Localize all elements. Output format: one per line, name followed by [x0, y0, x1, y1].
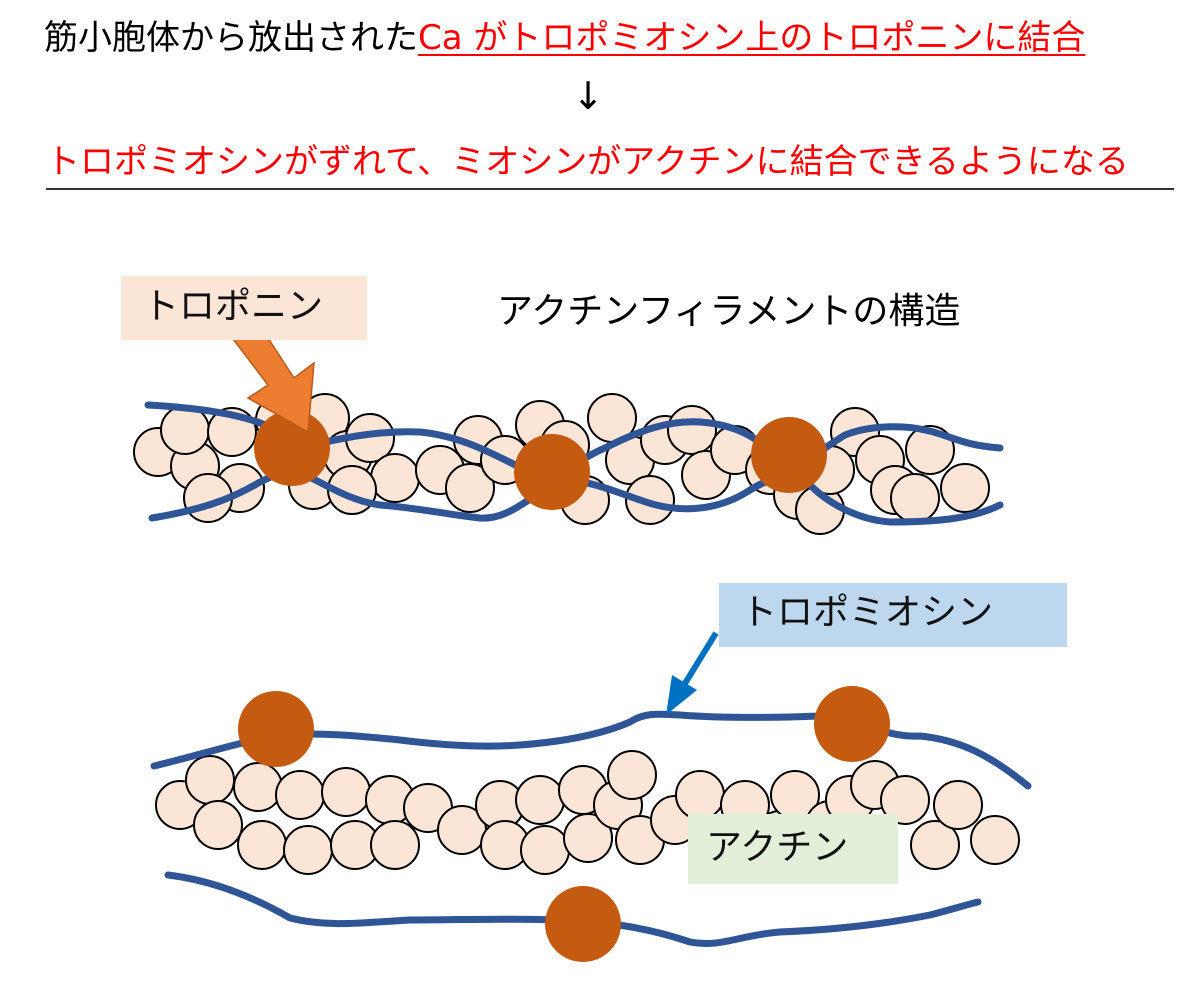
actin-bead: [237, 820, 287, 870]
actin-bead: [185, 755, 235, 805]
actin-bead: [563, 813, 613, 863]
down-arrow: ↓: [572, 74, 604, 118]
header-line-1-black: 筋小胞体から放出された: [44, 18, 418, 58]
tropomyosin-arrow-head: [666, 675, 697, 715]
actin-bead: [515, 775, 565, 825]
troponin-dot: [545, 886, 621, 962]
actin-bead: [370, 820, 420, 870]
diagram-title: アクチンフィラメントの構造: [497, 291, 961, 332]
actin-bead: [880, 775, 930, 825]
actin-bead: [890, 473, 940, 523]
actin-bead: [933, 780, 983, 830]
troponin-dot: [254, 410, 330, 486]
actin-bead: [445, 463, 495, 513]
actin-bead: [675, 770, 725, 820]
header-line-1-red: Ca がトロポミオシン上のトロポニンに結合: [418, 18, 1086, 58]
label-troponin: トロポニン: [121, 276, 367, 340]
actin-bead: [520, 825, 570, 875]
troponin-dot: [814, 686, 890, 762]
label-actin: アクチン: [688, 814, 898, 884]
header-line-2: トロポミオシンがずれて、ミオシンがアクチンに結合できるようになる: [46, 136, 1174, 190]
troponin-dot: [238, 691, 314, 767]
label-tropomyosin: トロポミオシン: [719, 583, 1067, 647]
troponin-dot: [514, 434, 590, 510]
actin-bead: [275, 770, 325, 820]
tropomyosin-arrow: [666, 631, 719, 715]
tropomyosin-arrow-shaft: [681, 631, 719, 687]
header-line-1: 筋小胞体から放出されたCa がトロポミオシン上のトロポニンに結合: [44, 12, 1085, 64]
actin-bead: [910, 820, 960, 870]
actin-bead: [193, 800, 243, 850]
bottom-troponin-dots: [238, 686, 890, 962]
troponin-dot: [751, 417, 827, 493]
top-troponin-dots: [254, 410, 827, 510]
actin-bead: [370, 453, 420, 503]
actin-bead: [667, 405, 717, 455]
actin-bead: [607, 750, 657, 800]
bottom-actin-beads: [155, 750, 1020, 875]
actin-bead: [970, 815, 1020, 865]
actin-bead: [940, 463, 990, 513]
actin-bead: [283, 825, 333, 875]
actin-bead: [321, 767, 371, 817]
actin-bead: [233, 762, 283, 812]
